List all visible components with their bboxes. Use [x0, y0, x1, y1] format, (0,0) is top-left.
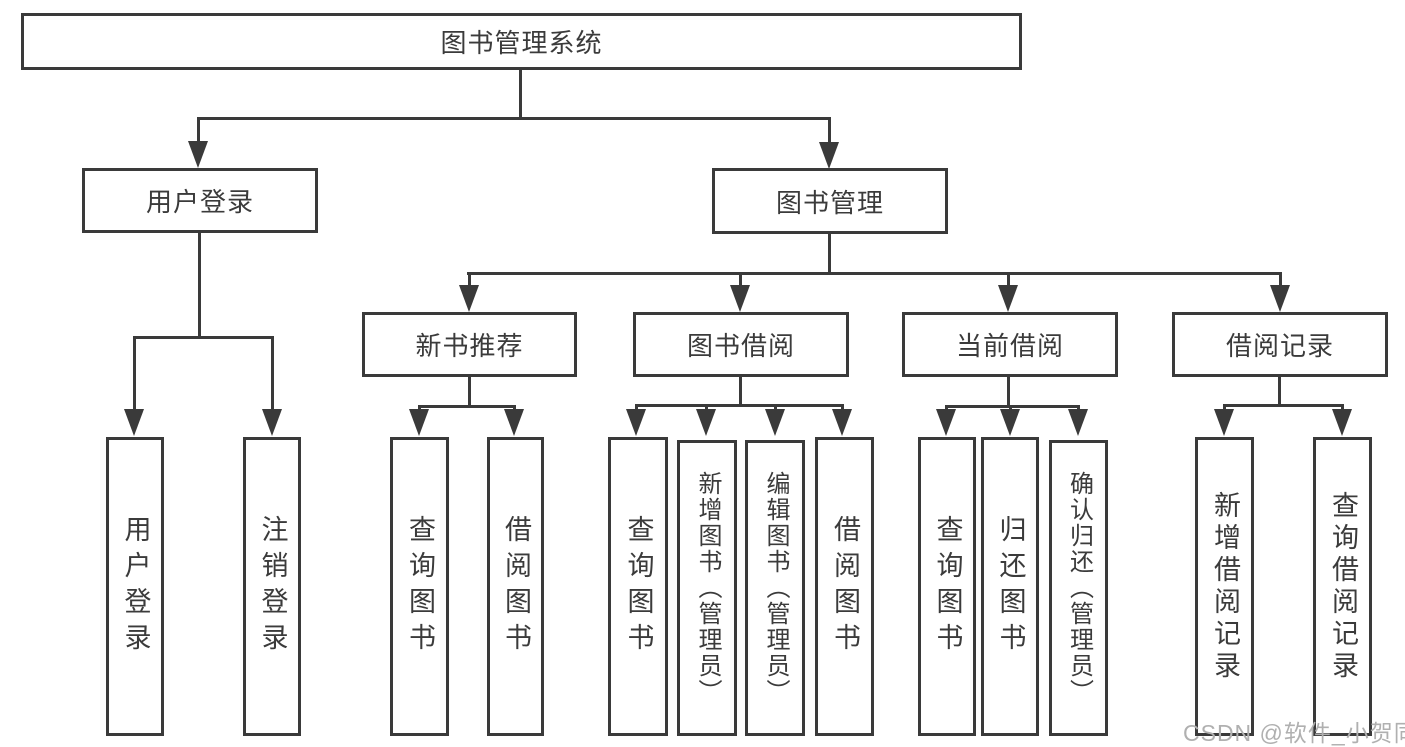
- connector-line: [635, 404, 844, 407]
- connector-line: [133, 336, 136, 414]
- leaf-borrow-books-borrowing: 借阅图书: [815, 437, 874, 736]
- node-root-book-management-system: 图书管理系统: [21, 13, 1022, 70]
- connector-line: [1278, 376, 1281, 407]
- arrow-down-icon: [409, 409, 429, 436]
- arrow-down-icon: [459, 285, 479, 312]
- leaf-borrow-books-recommend: 借阅图书: [487, 437, 544, 736]
- leaf-label: 用户登录: [120, 514, 151, 659]
- connector-line: [467, 272, 1282, 275]
- leaf-query-books-recommend: 查询图书: [390, 437, 449, 736]
- arrow-down-icon: [1068, 409, 1088, 436]
- connector-line: [519, 69, 522, 120]
- connector-line: [197, 117, 200, 145]
- connector-line: [945, 405, 1080, 408]
- arrow-down-icon: [1332, 409, 1352, 436]
- leaf-label: 注销登录: [257, 514, 288, 659]
- connector-line: [198, 232, 201, 339]
- connector-line: [739, 376, 742, 407]
- leaf-label: 借阅图书: [830, 514, 860, 659]
- arrow-down-icon: [998, 285, 1018, 312]
- connector-line: [828, 233, 831, 275]
- arrow-down-icon: [696, 409, 716, 436]
- connector-line: [271, 336, 274, 414]
- csdn-watermark: CSDN @软件_小贺同学: [1183, 720, 1405, 746]
- connector-line: [1279, 272, 1282, 290]
- node-borrowing-records: 借阅记录: [1172, 312, 1388, 377]
- connector-line: [468, 376, 471, 408]
- arrow-down-icon: [188, 141, 208, 168]
- node-book-borrowing: 图书借阅: [633, 312, 849, 377]
- connector-line: [828, 117, 831, 145]
- leaf-label: 编辑图书（管理员）: [762, 471, 789, 705]
- arrow-down-icon: [124, 409, 144, 436]
- node-user-login: 用户登录: [82, 168, 318, 233]
- leaf-label: 新增借阅记录: [1210, 490, 1240, 683]
- node-book-management: 图书管理: [712, 168, 948, 234]
- leaf-return-books: 归还图书: [981, 437, 1039, 736]
- arrow-down-icon: [730, 285, 750, 312]
- leaf-confirm-return-admin: 确认归还（管理员）: [1049, 440, 1108, 736]
- leaf-query-borrow-record: 查询借阅记录: [1313, 437, 1372, 736]
- leaf-label: 查询借阅记录: [1328, 490, 1358, 683]
- arrow-down-icon: [936, 409, 956, 436]
- leaf-query-books-current: 查询图书: [918, 437, 976, 736]
- connector-line: [1007, 272, 1010, 290]
- leaf-label: 查询图书: [405, 514, 435, 659]
- arrow-down-icon: [626, 409, 646, 436]
- leaf-add-books-admin: 新增图书（管理员）: [677, 440, 737, 736]
- arrow-down-icon: [1270, 285, 1290, 312]
- arrow-down-icon: [504, 409, 524, 436]
- leaf-label: 确认归还（管理员）: [1065, 471, 1093, 705]
- leaf-label: 查询图书: [932, 514, 963, 659]
- connector-line: [418, 405, 516, 408]
- connector-line: [739, 272, 742, 290]
- connector-line: [468, 272, 471, 290]
- node-current-borrowing: 当前借阅: [902, 312, 1118, 377]
- connector-line: [133, 336, 274, 339]
- leaf-label: 归还图书: [995, 514, 1026, 659]
- arrow-down-icon: [832, 409, 852, 436]
- leaf-add-borrow-record: 新增借阅记录: [1195, 437, 1254, 736]
- leaf-label: 新增图书（管理员）: [694, 471, 721, 705]
- leaf-edit-books-admin: 编辑图书（管理员）: [745, 440, 805, 736]
- node-new-book-recommend: 新书推荐: [362, 312, 577, 377]
- leaf-logout: 注销登录: [243, 437, 301, 736]
- leaf-label: 查询图书: [623, 514, 654, 659]
- leaf-query-books-borrowing: 查询图书: [608, 437, 668, 736]
- connector-line: [1007, 376, 1010, 408]
- leaf-label: 借阅图书: [501, 514, 531, 659]
- connector-line: [1223, 404, 1344, 407]
- connector-line: [197, 117, 831, 120]
- arrow-down-icon: [1000, 409, 1020, 436]
- arrow-down-icon: [765, 409, 785, 436]
- leaf-user-login: 用户登录: [106, 437, 164, 736]
- arrow-down-icon: [262, 409, 282, 436]
- arrow-down-icon: [819, 142, 839, 169]
- arrow-down-icon: [1214, 409, 1234, 436]
